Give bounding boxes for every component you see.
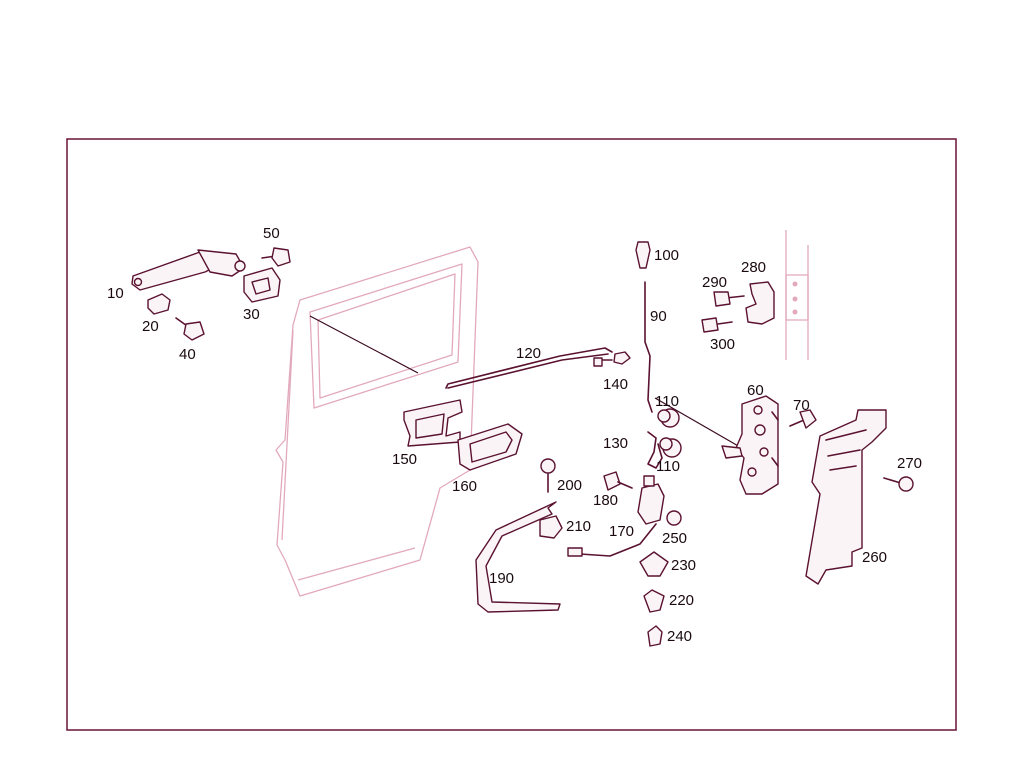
grommet-250 [666,510,682,526]
label-170: 170 [609,523,634,540]
label-100: 100 [654,247,679,264]
spring-clip-130 [647,431,663,469]
label-30: 30 [243,306,260,323]
door-lock-60 [721,395,779,495]
label-240: 240 [667,628,692,645]
bush-110-upper [657,408,680,428]
plug-240 [647,625,663,647]
inside-handle-160 [457,423,523,471]
bracket-280 [745,281,775,325]
label-220: 220 [669,592,694,609]
label-50: 50 [263,225,280,242]
label-160: 160 [452,478,477,495]
lock-rod-120 [445,347,613,389]
hinge-strip [785,230,809,360]
diagram-frame [66,138,957,731]
rod-clip-140 [593,351,631,367]
label-270: 270 [897,455,922,472]
retaining-strap-190 [475,501,561,613]
screw-70 [789,409,817,429]
label-60: 60 [747,382,764,399]
label-200: 200 [557,477,582,494]
label-300: 300 [710,336,735,353]
screw-290 [713,291,745,307]
inside-handle-bracket-150 [403,399,463,447]
label-230: 230 [671,557,696,574]
screw-40 [175,317,205,341]
label-140: 140 [603,376,628,393]
door-outline [275,246,479,597]
label-190: 190 [489,570,514,587]
part-labels: 10 20 30 40 50 60 70 90 100 110 110 120 … [107,225,922,645]
label-280: 280 [741,259,766,276]
handle-gasket-30 [243,267,281,303]
screw-270 [883,476,914,492]
actuator-170 [567,475,665,557]
label-250: 250 [662,530,687,547]
label-70: 70 [793,397,810,414]
screw-200 [540,458,556,493]
label-40: 40 [179,346,196,363]
label-110-upper: 110 [655,393,679,410]
label-290: 290 [702,274,727,291]
label-20: 20 [142,318,159,335]
leader-lines [309,315,741,448]
plug-230 [639,551,669,577]
lock-knob-100 [635,241,651,269]
lock-cover-260 [805,409,887,585]
label-90: 90 [650,308,667,325]
plug-220 [643,589,665,613]
label-130: 130 [603,435,628,452]
screw-180 [603,471,633,491]
handle-gasket-20 [147,293,171,315]
label-110-lower: 110 [656,458,680,475]
lock-rod-90 [644,281,653,413]
label-260: 260 [862,549,887,566]
screw-300 [701,317,733,333]
label-180: 180 [593,492,618,509]
label-120: 120 [516,345,541,362]
bush-110-lower [659,437,682,458]
label-150: 150 [392,451,417,468]
outside-door-handle [131,249,246,291]
clip-210 [539,515,563,539]
label-210: 210 [566,518,591,535]
label-10: 10 [107,285,124,302]
screw-50 [261,247,291,267]
